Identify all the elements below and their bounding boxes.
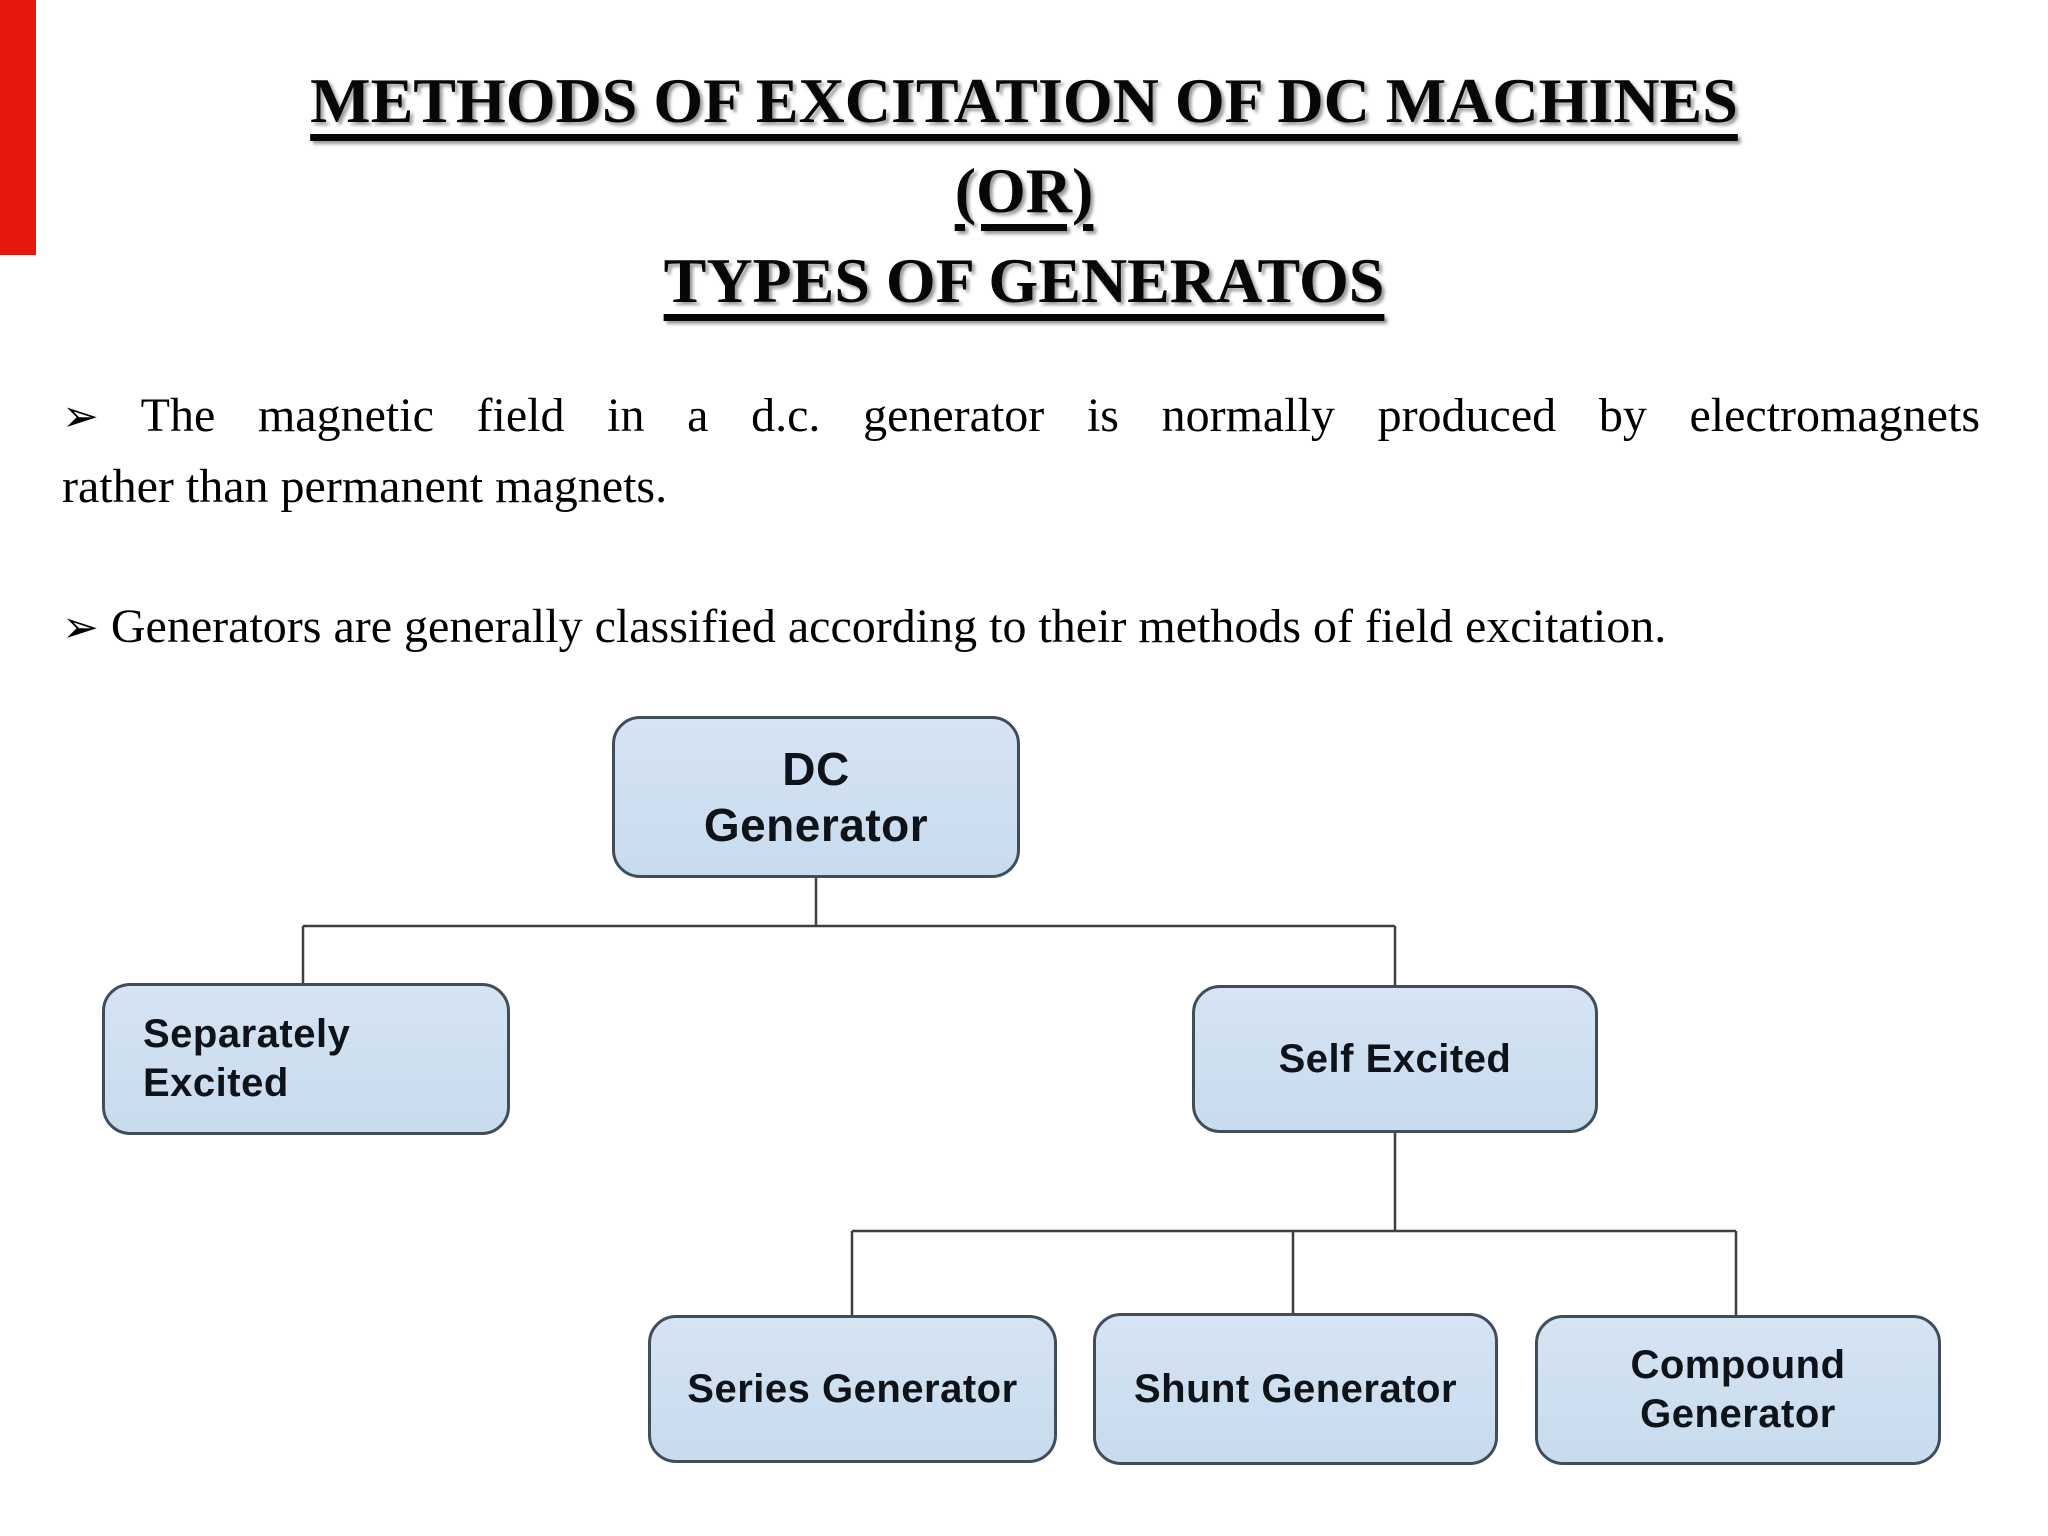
bullet-1-line-2: rather than permanent magnets. [62,460,668,513]
title-line-2: (OR) [954,155,1094,226]
bullet-2-text: Generators are generally classified acco… [110,600,1667,653]
node-self-excited: Self Excited [1192,985,1598,1133]
title-line-1: METHODS OF EXCITATION OF DC MACHINES [310,65,1738,136]
bullet-1-text-a: The magnetic field in a d.c. generator i… [140,389,1980,442]
node-compound-generator: Compound Generator [1535,1315,1941,1465]
title-line-3: TYPES OF GENERATOS [663,245,1385,316]
bullet-item-2: ➢ Generators are generally classified ac… [62,592,1980,663]
node-shunt-generator: Shunt Generator [1093,1313,1498,1465]
node-separately-excited: Separately Excited [102,983,510,1135]
bullet-item-1: ➢ The magnetic field in a d.c. generator… [62,381,1980,522]
arrow-bullet-icon: ➢ [62,602,99,653]
page-title: METHODS OF EXCITATION OF DC MACHINES (OR… [0,56,2048,326]
red-accent-bar [0,0,36,255]
node-dc-generator: DC Generator [612,716,1020,878]
arrow-bullet-icon: ➢ [62,391,99,442]
bullet-1-line-1: ➢ The magnetic field in a d.c. generator… [62,381,1980,452]
bullet-2-line: ➢ Generators are generally classified ac… [62,592,1980,663]
node-series-generator: Series Generator [648,1315,1057,1463]
